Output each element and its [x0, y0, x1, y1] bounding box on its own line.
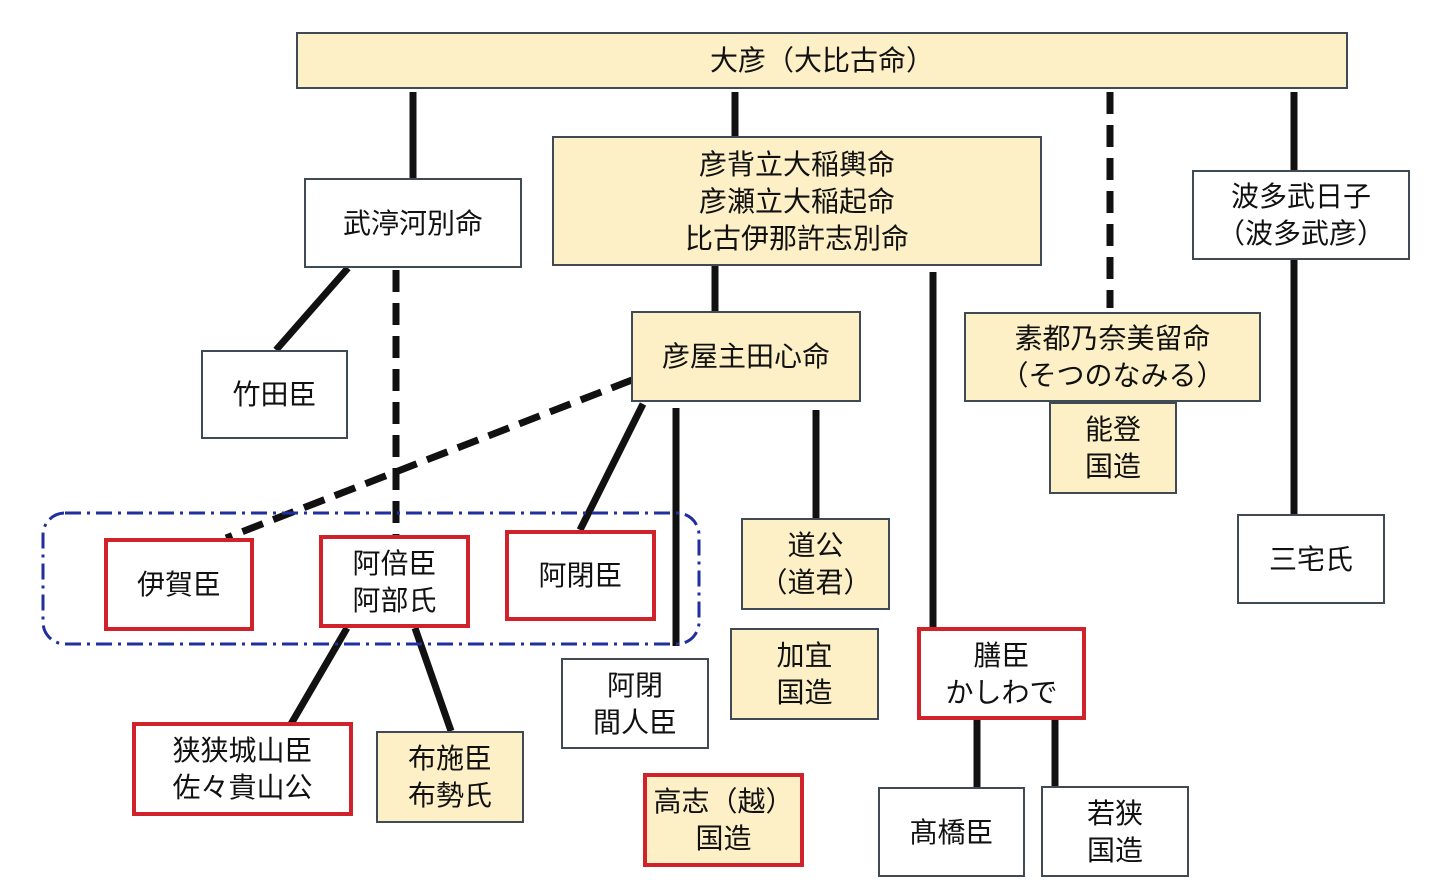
node-fuse: 布施臣 布勢氏	[376, 731, 524, 823]
node-ahehito-line-1: 阿閉	[606, 668, 663, 702]
node-iga: 伊賀臣	[104, 538, 254, 631]
node-takenuna: 武渟河別命	[304, 178, 522, 268]
node-hikose-line-3: 比古伊那許志別命	[684, 221, 909, 255]
node-takahashi: 髙橋臣	[878, 787, 1025, 877]
node-wakasa-line-2: 国造	[1086, 833, 1143, 867]
node-hatatake-line-2: （波多武彦）	[1216, 217, 1385, 250]
node-kaga: 加宜 国造	[730, 628, 879, 720]
node-takeda: 竹田臣	[201, 350, 348, 439]
node-noto: 能登 国造	[1049, 402, 1177, 494]
node-sotsu: 素都乃奈美留命 （そつのなみる）	[964, 312, 1261, 402]
node-ahe-line-1: 阿閉臣	[538, 559, 623, 592]
group-outline	[41, 511, 701, 646]
node-iga-line-1: 伊賀臣	[136, 568, 221, 601]
node-kashiwa-line-1: 膳臣	[973, 638, 1030, 672]
node-michi-line-2: （道君）	[759, 566, 872, 599]
node-hikose-line-1: 彦背立大稲輿命	[698, 147, 895, 181]
node-kashiwa-line-2: かしわで	[945, 675, 1058, 709]
node-takenuna-line-1: 武渟河別命	[342, 206, 483, 240]
node-miyake: 三宅氏	[1237, 514, 1385, 604]
node-kaga-line-1: 加宜	[776, 639, 833, 672]
node-ahehito: 阿閉 間人臣	[561, 658, 709, 749]
node-wakasa-line-1: 若狭	[1086, 796, 1143, 830]
node-kaga-line-2: 国造	[776, 676, 833, 709]
node-fuse-line-1: 布施臣	[407, 742, 492, 775]
node-miyake-line-1: 三宅氏	[1268, 542, 1353, 576]
node-takeda-line-1: 竹田臣	[232, 378, 317, 411]
node-ahe: 阿閉臣	[505, 530, 656, 621]
connector-hikoya-ahe	[576, 402, 647, 532]
connector-abe-sasa	[287, 626, 351, 726]
node-takahashi-line-1: 髙橋臣	[909, 815, 994, 849]
node-koshi: 高志（越） 国造	[643, 773, 804, 867]
node-wakasa: 若狭 国造	[1041, 786, 1189, 877]
node-michi: 道公 （道君）	[741, 518, 890, 610]
node-michi-line-1: 道公	[787, 529, 844, 562]
node-noto-line-2: 国造	[1084, 450, 1141, 483]
node-hikoya-line-1: 彦屋主田心命	[661, 340, 830, 373]
node-kashiwa: 膳臣 かしわで	[917, 627, 1086, 720]
node-fuse-line-2: 布勢氏	[407, 779, 492, 812]
node-root-line-1: 大彦（大比古命）	[709, 44, 934, 77]
node-hatatake: 波多武日子 （波多武彦）	[1192, 170, 1410, 260]
node-hikose-line-2: 彦瀬立大稲起命	[698, 184, 895, 218]
node-sasa-line-2: 佐々貴山公	[172, 771, 313, 804]
node-sotsu-line-1: 素都乃奈美留命	[1014, 322, 1211, 355]
node-hikose: 彦背立大稲輿命 彦瀬立大稲起命 比古伊那許志別命	[552, 136, 1042, 266]
node-hatatake-line-1: 波多武日子	[1230, 180, 1371, 213]
node-abe: 阿倍臣 阿部氏	[319, 535, 470, 628]
node-sotsu-line-2: （そつのなみる）	[1000, 359, 1225, 392]
node-sasa-line-1: 狭狭城山臣	[172, 734, 313, 767]
node-abe-line-1: 阿倍臣	[352, 546, 437, 580]
connector-takenuna-takeda	[273, 265, 351, 353]
node-ahehito-line-2: 間人臣	[592, 705, 677, 739]
node-hikoya: 彦屋主田心命	[631, 311, 861, 402]
node-noto-line-1: 能登	[1084, 413, 1141, 446]
node-koshi-line-2: 国造	[695, 822, 752, 855]
node-abe-line-2: 阿部氏	[352, 583, 437, 617]
node-root: 大彦（大比古命）	[296, 32, 1348, 89]
node-sasa: 狭狭城山臣 佐々貴山公	[132, 722, 353, 816]
node-koshi-line-1: 高志（越）	[653, 785, 794, 818]
